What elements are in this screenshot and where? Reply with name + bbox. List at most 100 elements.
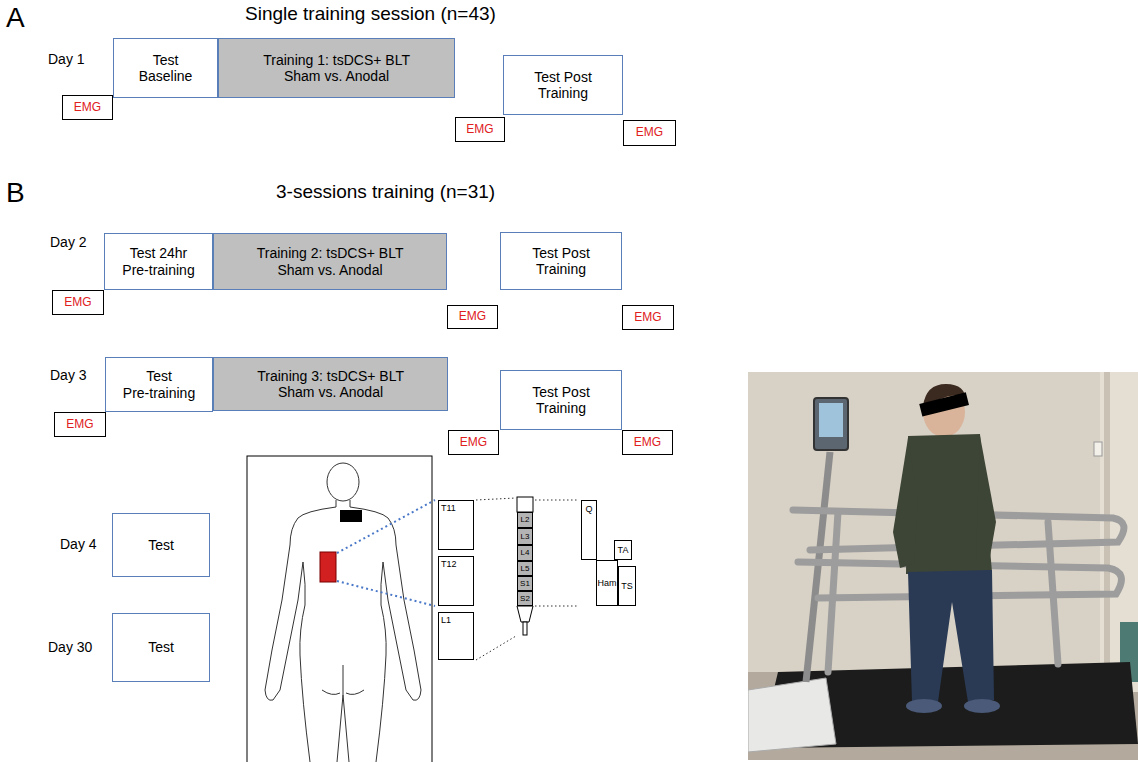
- muscle-box: Ham: [596, 560, 618, 606]
- word: Test: [532, 245, 558, 261]
- vertebra-box: T12: [438, 556, 474, 606]
- node-text: Test Baseline: [125, 52, 207, 84]
- node-text: S1: [520, 579, 530, 588]
- node-text: L4: [521, 548, 530, 557]
- word: Training: [257, 368, 307, 384]
- node-text: Q: [585, 504, 592, 514]
- word: Post: [562, 245, 590, 261]
- word: L3: [521, 532, 530, 541]
- word: 24hr: [159, 245, 187, 261]
- word: Anodal: [339, 262, 383, 278]
- word: Ham: [597, 578, 616, 588]
- node-text: L1: [441, 615, 451, 625]
- word: Training: [257, 245, 307, 261]
- electrode-cathode: [340, 510, 362, 522]
- word: Test: [153, 52, 179, 68]
- node-text: TA: [618, 545, 629, 555]
- emg-box: EMG: [448, 430, 499, 455]
- training-box: Training 1: tsDCS+ BLT Sham vs. Anodal: [218, 38, 455, 98]
- word: vs.: [318, 384, 336, 400]
- panel-letter: B: [6, 178, 25, 209]
- node-text: EMG: [74, 101, 101, 115]
- word: TS: [621, 581, 633, 591]
- node-text: EMG: [459, 310, 486, 324]
- test-box: Test Post Training: [503, 55, 623, 115]
- node-text: Test 24hr Pre-training: [118, 245, 200, 277]
- node-text: L3: [521, 532, 530, 541]
- node-text: EMG: [64, 296, 91, 310]
- day-label: Day 3: [50, 368, 87, 383]
- word: EMG: [460, 435, 487, 449]
- word: Test: [148, 537, 174, 553]
- emg-box: EMG: [54, 412, 106, 437]
- word: Sham: [278, 384, 315, 400]
- node-text: Training 2: tsDCS+ BLT Sham vs. Anodal: [241, 245, 419, 277]
- day-label: Day 2: [50, 235, 87, 250]
- word: vs.: [324, 68, 342, 84]
- panel-heading: 3-sessions training (n=31): [276, 182, 495, 203]
- node-text: EMG: [66, 418, 93, 432]
- spinal-cord: [517, 497, 533, 635]
- training-box: Training 2: tsDCS+ BLT Sham vs. Anodal: [213, 233, 447, 290]
- emg-box: EMG: [622, 430, 673, 455]
- spinal-segment: S1: [517, 576, 533, 591]
- vertebra-box: L1: [438, 612, 474, 660]
- node-text: Training 3: tsDCS+ BLT Sham vs. Anodal: [242, 368, 420, 400]
- muscle-box: TS: [618, 566, 636, 606]
- word: T11: [441, 503, 456, 513]
- day-label: Day 30: [48, 640, 92, 655]
- word: L4: [521, 548, 530, 557]
- word: EMG: [634, 310, 661, 324]
- spinal-segment: L3: [517, 528, 533, 545]
- word: BLT: [385, 52, 409, 68]
- electrode-anode: [320, 552, 336, 582]
- word: tsDCS+: [333, 52, 382, 68]
- test-box: Test Post Training: [500, 370, 622, 430]
- node-text: Test: [120, 639, 202, 655]
- word: EMG: [74, 100, 101, 114]
- node-text: Test Post Training: [520, 384, 602, 416]
- muscle-box: Q: [581, 500, 597, 560]
- node-text: Test: [120, 537, 202, 553]
- test-box: Test Pre-training: [105, 357, 213, 412]
- node-text: EMG: [460, 436, 487, 450]
- word: EMG: [466, 122, 493, 136]
- word: tsDCS+: [327, 368, 376, 384]
- leader-lines: [337, 500, 435, 606]
- word: Training: [538, 85, 588, 101]
- node-text: EMG: [636, 126, 663, 140]
- word: EMG: [636, 125, 663, 139]
- node-text: Ham: [597, 578, 616, 588]
- word: EMG: [634, 435, 661, 449]
- node-text: EMG: [466, 123, 493, 137]
- node-text: EMG: [634, 311, 661, 325]
- word: Training: [536, 261, 586, 277]
- word: BLT: [379, 368, 403, 384]
- muscle-box: TA: [614, 540, 632, 560]
- word: EMG: [64, 295, 91, 309]
- spinal-segment: L5: [517, 561, 533, 576]
- word: 3:: [311, 368, 323, 384]
- node-text: Test Pre-training: [118, 368, 200, 400]
- word: 2:: [311, 245, 323, 261]
- word: TA: [618, 545, 629, 555]
- node-text: T11: [441, 503, 456, 513]
- figure-frame: [247, 456, 432, 762]
- word: Anodal: [345, 68, 389, 84]
- panel-heading: Single training session (n=43): [245, 4, 496, 25]
- node-text: EMG: [634, 436, 661, 450]
- word: Sham: [277, 262, 314, 278]
- emg-box: EMG: [447, 305, 498, 329]
- emg-box: EMG: [623, 120, 676, 146]
- day-label: Day 1: [48, 52, 85, 67]
- body-outline: [265, 463, 421, 762]
- training-box: Training 3: tsDCS+ BLT Sham vs. Anodal: [213, 357, 448, 411]
- word: Anodal: [339, 384, 383, 400]
- node-text: Test Post Training: [520, 245, 602, 277]
- word: L1: [441, 615, 451, 625]
- word: L2: [521, 515, 530, 524]
- test-box: Test: [112, 613, 210, 682]
- word: L5: [521, 564, 530, 573]
- treadmill-photo: [748, 372, 1138, 760]
- word: EMG: [459, 309, 486, 323]
